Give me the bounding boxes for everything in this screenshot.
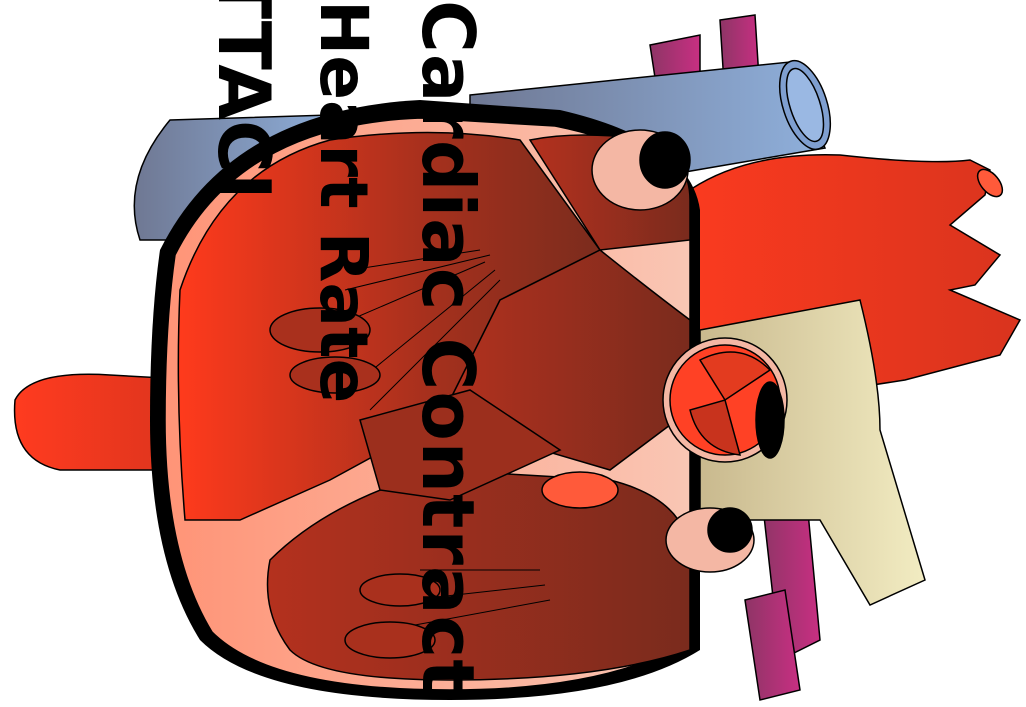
label-cardiac-contract: Cardiac Contract — [412, 0, 484, 695]
label-heart-rate: Heart Rate — [310, 0, 376, 403]
label-ttaci: TTACI — [208, 0, 280, 200]
